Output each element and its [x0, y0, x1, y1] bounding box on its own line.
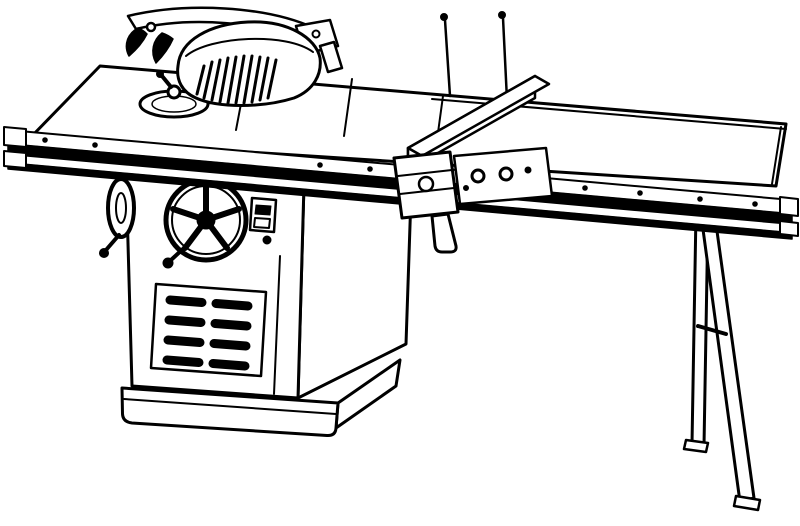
blade-cover: [176, 20, 322, 107]
fence-guide-rod: [443, 18, 452, 98]
rail-end-cap-right: [779, 220, 799, 237]
rail-end-cap-right: [779, 196, 799, 217]
tilt-wheel-knob: [99, 248, 109, 258]
fence-guide-rod: [501, 16, 509, 102]
leg-brace: [696, 324, 728, 336]
rip-fence: [392, 11, 554, 254]
handwheel-crank: [169, 246, 186, 262]
miter-gauge-handle: [160, 74, 173, 89]
anti-kickback-pawl: [152, 32, 174, 64]
anti-kickback-pawl: [125, 27, 148, 57]
extension-table-edge: [771, 126, 782, 185]
blade-cover-hatching: [195, 54, 278, 105]
blade-cover-top-edge: [185, 37, 314, 57]
switch-button-on: [254, 204, 272, 216]
vent-panel: [149, 282, 268, 378]
handwheel-hub: [196, 210, 216, 230]
miter-gauge-knob: [166, 84, 182, 100]
guard-support-bar: [318, 40, 344, 74]
adjust-knob: [470, 168, 486, 184]
fence-rod-knob: [498, 11, 506, 19]
guard-mount-bolt: [311, 29, 321, 39]
adjust-knob: [498, 166, 514, 182]
miter-gauge: [138, 70, 257, 119]
bracket-bolt: [463, 185, 469, 191]
tilt-handwheel: [99, 177, 136, 258]
rail-end-cap-left: [3, 126, 27, 148]
handwheel-crank-knob: [162, 257, 174, 269]
power-switch: [248, 196, 278, 245]
tilt-wheel-rim: [106, 177, 136, 239]
support-legs: [682, 204, 762, 512]
fence-rod-knob: [440, 13, 448, 21]
base-molding: [123, 398, 337, 415]
blade-guard: [125, 6, 344, 107]
switch-lock-knob: [262, 235, 272, 245]
vent-louvers: [162, 295, 253, 371]
rail-bolts: [42, 137, 758, 207]
table-seam: [343, 78, 353, 137]
base-front: [120, 386, 340, 438]
cabinet-door-seam: [273, 255, 281, 395]
cabinet: [99, 164, 414, 438]
rear-leg-foot: [682, 438, 710, 454]
tilt-wheel-hub: [115, 192, 127, 224]
fence-head-rib: [397, 169, 453, 177]
fence-lock-lever: [430, 212, 458, 254]
rail-end-cap-left: [3, 150, 27, 169]
bracket-bolt: [524, 166, 532, 174]
fence-lock-knob: [417, 175, 435, 193]
tilt-wheel-crank: [104, 233, 121, 252]
front-leg: [700, 220, 756, 504]
front-leg-foot: [732, 494, 762, 512]
pawl-pivot: [145, 21, 157, 33]
miter-gauge-handle-tip: [156, 70, 164, 78]
cabinet-base: [120, 358, 402, 438]
switch-button-off: [253, 217, 271, 229]
